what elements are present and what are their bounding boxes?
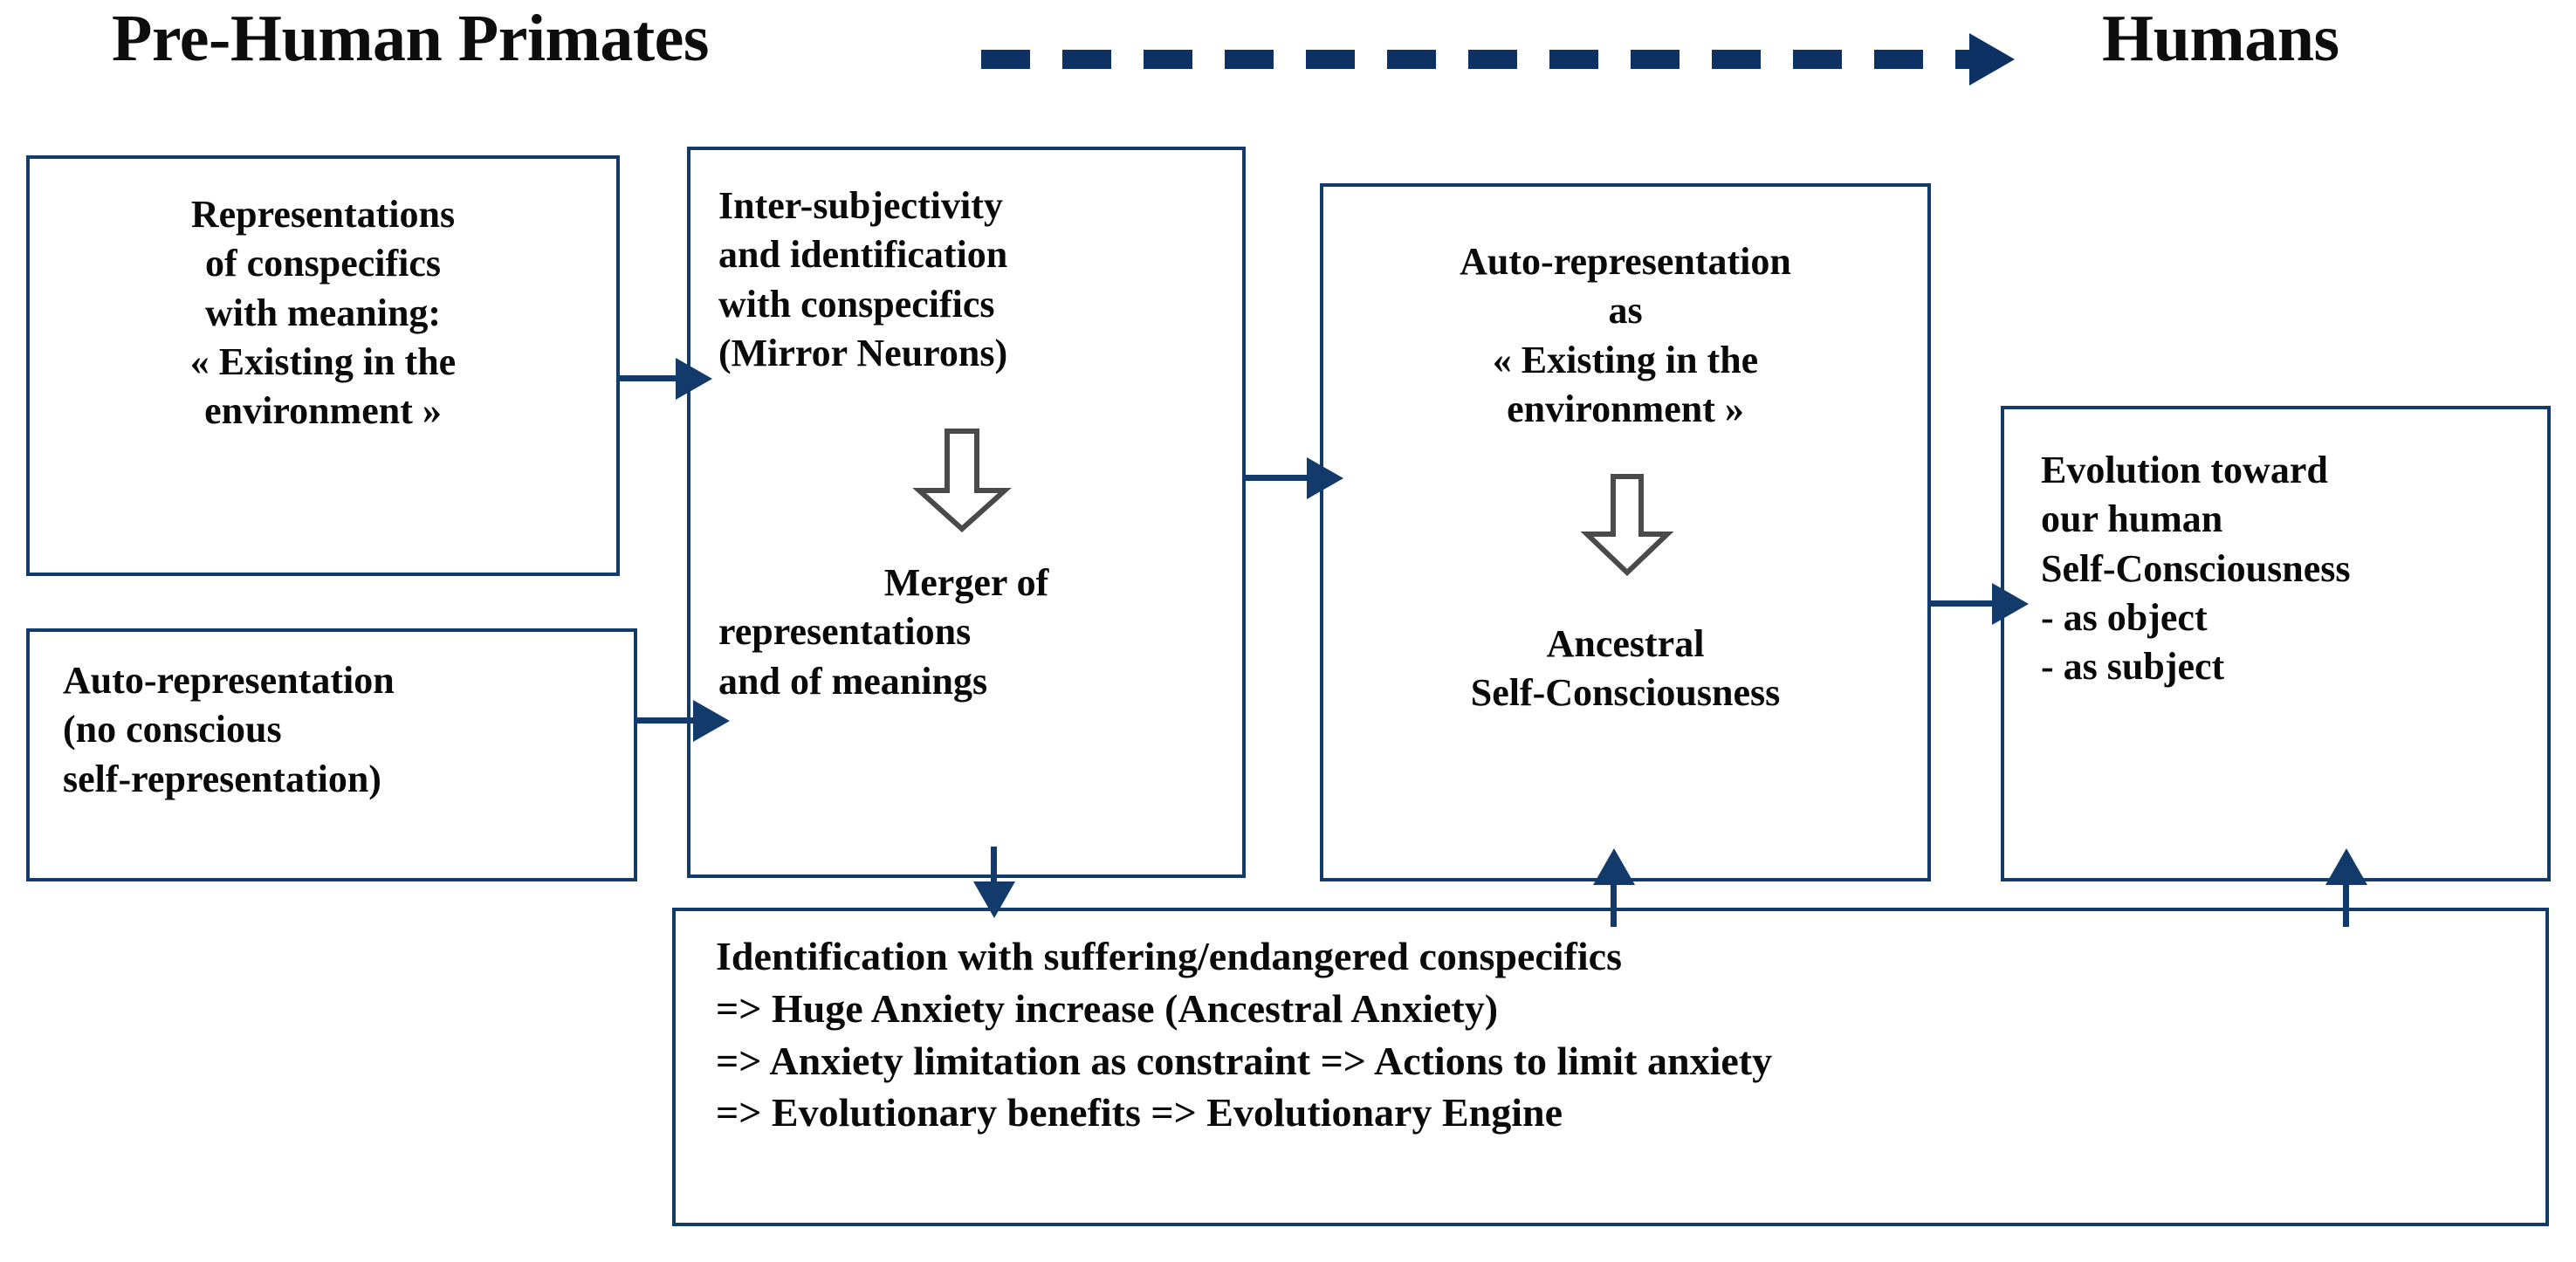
box-inter-subjectivity-text-top: Inter-subjectivity and identification wi…	[690, 182, 1242, 378]
box-representations-text: Representations of conspecifics with mea…	[30, 190, 616, 436]
box-inter-subjectivity-line-3: with conspecifics	[718, 282, 995, 326]
box-representations: Representations of conspecifics with mea…	[26, 155, 620, 576]
box-auto-representation-left-line-2: (no conscious	[63, 708, 282, 751]
box-identification-line-4: => Evolutionary benefits => Evolutionary…	[716, 1090, 1563, 1135]
box-auto-representation-left-line-1: Auto-representation	[63, 659, 395, 702]
box-representations-line-4: « Existing in the	[189, 340, 457, 383]
dashed-arrow-right-icon	[981, 33, 2015, 86]
connector-inter-subjectivity-to-identification	[972, 847, 1017, 925]
arrow-up-icon	[1593, 848, 1635, 885]
connector-identification-to-evolution	[2324, 848, 2369, 927]
box-inter-subjectivity-line-2: and identification	[718, 233, 1008, 277]
box-identification-line-1: Identification with suffering/endangered…	[716, 934, 1622, 978]
box-auto-representation-environment-text-top: Auto-representation as « Existing in the…	[1323, 237, 1927, 434]
box-representations-line-1: Representations	[190, 193, 456, 236]
box-evolution-line-4: - as object	[2041, 595, 2208, 639]
box-identification-line-2: => Huge Anxiety increase (Ancestral Anxi…	[716, 985, 1499, 1031]
connector-stem	[637, 717, 704, 724]
arrow-right-icon	[1992, 583, 2029, 625]
arrow-right-icon	[693, 700, 730, 742]
arrow-down-icon	[973, 881, 1015, 918]
box-evolution-line-5: - as subject	[2041, 645, 2225, 689]
box-auto-representation-environment-text-bottom: Ancestral Self-Consciousness	[1323, 620, 1927, 718]
box-identification-text: Identification with suffering/endangered…	[676, 930, 2545, 1139]
box-inter-subjectivity-text-bottom: Merger of representations and of meaning…	[690, 559, 1242, 706]
box-identification: Identification with suffering/endangered…	[672, 908, 2549, 1226]
box-inter-subjectivity-line-4: (Mirror Neurons)	[718, 331, 1008, 374]
box-inter-subjectivity-line-1: Inter-subjectivity	[718, 184, 1003, 227]
box-auto-representation-environment-line-4: environment »	[1507, 387, 1744, 430]
box-inter-subjectivity-merger-line-2: representations	[718, 610, 972, 654]
box-inter-subjectivity-merger-line-3: and of meanings	[718, 659, 988, 703]
box-evolution-line-2: our human	[2041, 497, 2223, 541]
connector-inter-subjectivity-to-auto-representation-environment	[1246, 456, 1356, 501]
box-auto-representation-environment-line-3: « Existing in the	[1492, 338, 1759, 381]
box-auto-representation-environment-line-2: as	[1608, 289, 1643, 333]
box-inter-subjectivity: Inter-subjectivity and identification wi…	[687, 147, 1246, 878]
connector-identification-to-auto-representation-environment	[1591, 848, 1637, 927]
connector-auto-representation-to-inter-subjectivity	[637, 698, 742, 744]
box-evolution-line-1: Evolution toward	[2041, 449, 2328, 491]
connector-stem	[2343, 880, 2349, 927]
box-evolution: Evolution toward our human Self-Consciou…	[2001, 406, 2551, 881]
box-representations-line-5: environment »	[204, 389, 442, 433]
box-auto-representation-environment-line-1: Auto-representation	[1460, 240, 1791, 283]
box-representations-line-2: of conspecifics	[204, 242, 442, 285]
box-evolution-text: Evolution toward our human Self-Consciou…	[2004, 446, 2547, 692]
box-ancestral-line-2: Self-Consciousness	[1470, 671, 1781, 715]
connector-stem	[1246, 475, 1317, 481]
box-auto-representation-left-text: Auto-representation (no conscious self-r…	[30, 656, 634, 804]
dashed-arrow-head	[1969, 33, 2015, 86]
arrow-right-icon	[1307, 457, 1343, 499]
page-title-pre-human-primates: Pre-Human Primates	[112, 2, 709, 75]
box-representations-line-3: with meaning:	[204, 291, 442, 334]
arrow-right-icon	[676, 358, 712, 400]
box-auto-representation-environment: Auto-representation as « Existing in the…	[1320, 183, 1931, 881]
page-title-humans: Humans	[2102, 2, 2339, 75]
hollow-down-arrow-icon	[1580, 474, 1674, 576]
connector-stem	[1611, 880, 1617, 927]
box-identification-line-3: => Anxiety limitation as constraint => A…	[716, 1038, 1773, 1083]
box-inter-subjectivity-merger-line-1: Merger of	[883, 561, 1049, 604]
arrow-up-icon	[2325, 848, 2367, 885]
dashed-line-segment	[981, 50, 1971, 69]
hollow-down-arrow-icon	[912, 429, 1012, 532]
box-ancestral-line-1: Ancestral	[1546, 622, 1705, 665]
box-evolution-line-3: Self-Consciousness	[2041, 546, 2351, 590]
box-auto-representation-left-line-3: self-representation)	[63, 757, 381, 800]
connector-stem	[620, 375, 686, 381]
connector-representations-to-inter-subjectivity	[620, 356, 725, 401]
connector-auto-representation-environment-to-evolution	[1931, 581, 2041, 627]
connector-stem	[1931, 600, 2002, 607]
box-auto-representation-left: Auto-representation (no conscious self-r…	[26, 628, 637, 881]
connector-stem	[991, 847, 997, 892]
